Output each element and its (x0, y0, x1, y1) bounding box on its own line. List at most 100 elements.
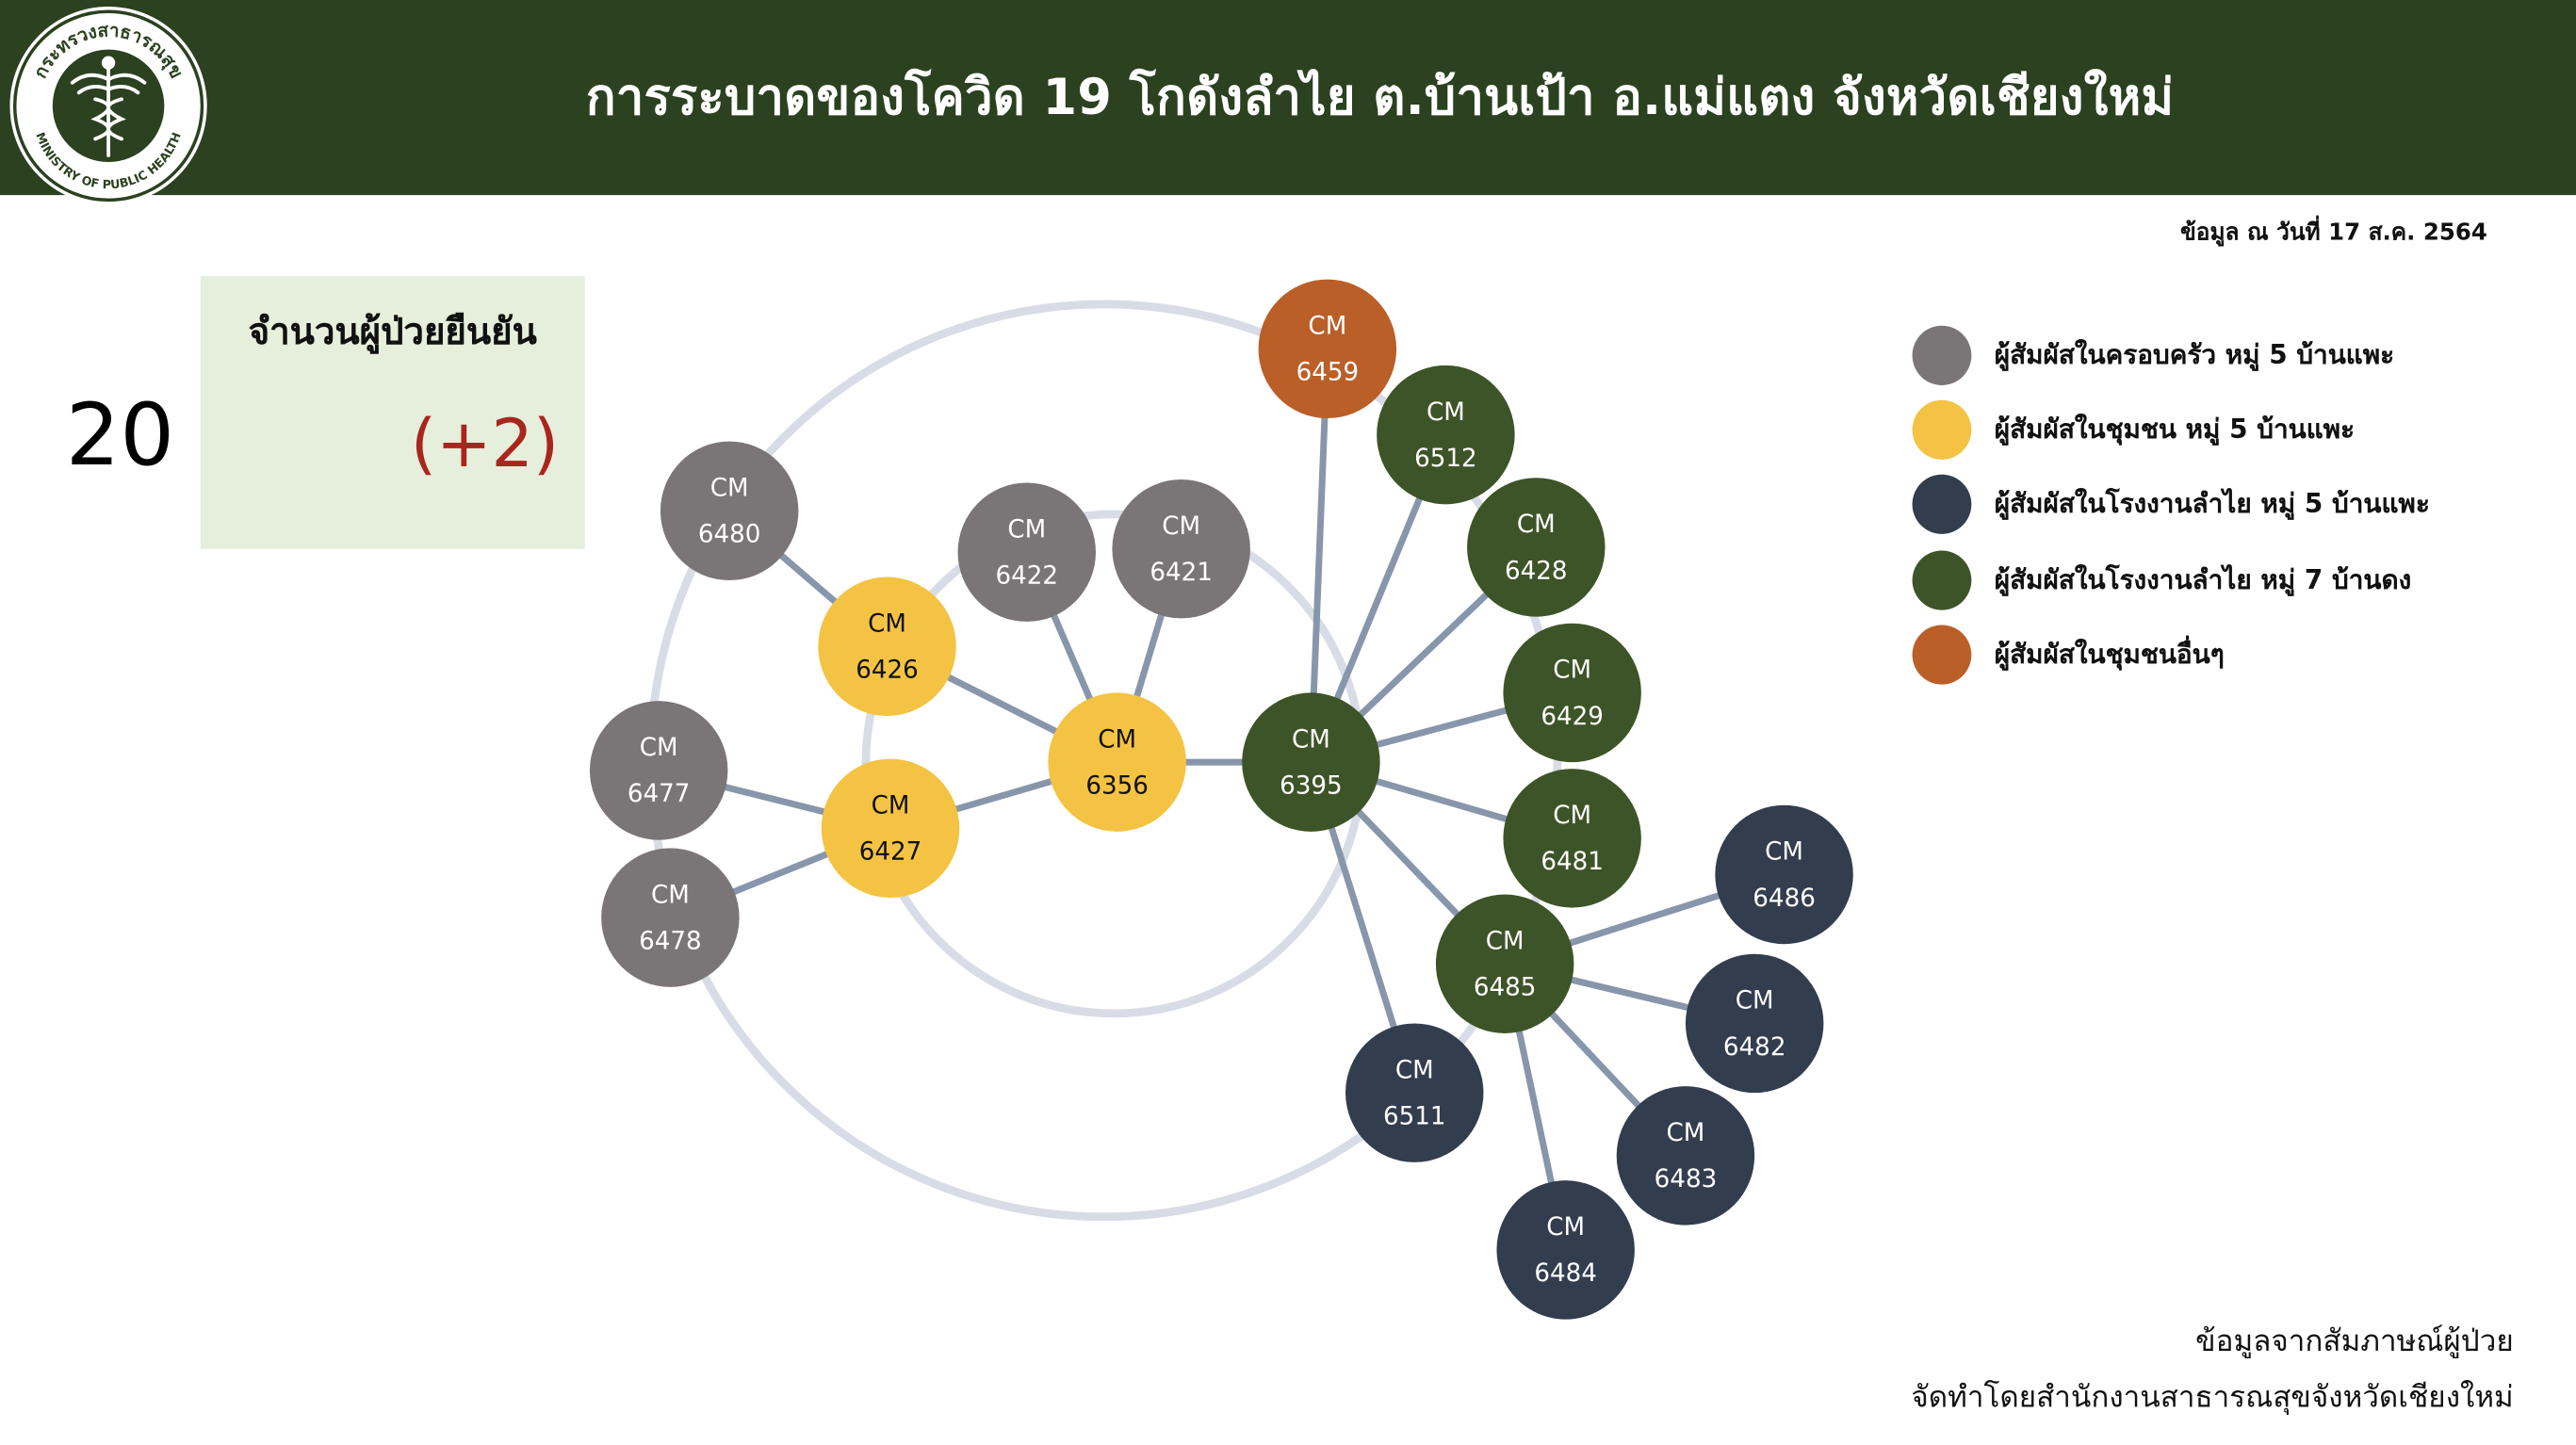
case-node-6421: CM 6421 (1112, 479, 1250, 619)
case-id-6484: 6484 (1534, 1259, 1597, 1288)
case-prefix-6356: CM (1098, 725, 1136, 754)
confirmed-count-delta: (+2) (410, 406, 560, 483)
case-circle-6484 (1496, 1180, 1635, 1320)
case-prefix-6478: CM (651, 881, 690, 909)
case-circle-6427 (821, 758, 960, 899)
case-prefix-6482: CM (1736, 987, 1774, 1015)
case-prefix-6483: CM (1667, 1119, 1705, 1147)
page-title: การระบาดของโควิด 19 โกดังลำไย ต.บ้านเป้า… (585, 68, 2175, 127)
case-circle-6421 (1112, 479, 1250, 619)
legend-swatch-community (1912, 399, 1972, 460)
case-circle-6478 (601, 848, 740, 987)
legend-label-family: ผู้สัมผัสในครอบครัว หมู่ 5 บ้านแพะ (1994, 337, 2395, 370)
case-id-6478: 6478 (639, 927, 702, 955)
case-circle-6480 (660, 441, 799, 581)
confirmed-count-box: จำนวนผู้ป่วยยืนยัน (200, 276, 585, 549)
case-node-6478: CM 6478 (601, 848, 740, 987)
case-id-6512: 6512 (1414, 445, 1477, 473)
case-prefix-6486: CM (1765, 838, 1803, 867)
case-node-6486: CM 6486 (1715, 804, 1853, 945)
case-circle-6426 (818, 576, 956, 716)
case-circle-6485 (1435, 894, 1574, 1033)
caduceus-icon (70, 56, 147, 157)
case-id-6356: 6356 (1085, 771, 1149, 800)
case-prefix-6428: CM (1517, 511, 1556, 539)
case-id-6482: 6482 (1723, 1033, 1786, 1062)
case-node-6429: CM 6429 (1503, 623, 1641, 763)
case-id-6429: 6429 (1541, 703, 1604, 731)
case-node-6512: CM 6512 (1377, 365, 1515, 505)
case-prefix-6484: CM (1546, 1213, 1585, 1242)
case-prefix-6481: CM (1553, 802, 1591, 830)
case-id-6421: 6421 (1149, 559, 1213, 587)
case-prefix-6429: CM (1553, 657, 1591, 685)
case-prefix-6512: CM (1427, 398, 1465, 427)
case-node-6477: CM 6477 (589, 701, 728, 840)
case-prefix-6427: CM (872, 791, 910, 820)
case-circle-6482 (1685, 953, 1824, 1094)
case-circle-6422 (957, 482, 1096, 622)
case-id-6486: 6486 (1753, 885, 1816, 913)
case-id-6422: 6422 (995, 561, 1058, 590)
confirmed-count-label: จำนวนผู้ป่วยยืนยัน (248, 312, 537, 354)
case-circle-6395 (1242, 692, 1380, 832)
case-id-6481: 6481 (1541, 848, 1604, 876)
case-circle-6512 (1377, 365, 1515, 505)
case-prefix-6485: CM (1486, 927, 1524, 955)
confirmed-count-value: 20 (65, 386, 175, 487)
case-id-6459: 6459 (1296, 359, 1360, 387)
ministry-logo: กระทรวงสาธารณสุข MINISTRY OF PUBLIC HEAL… (9, 7, 207, 205)
footer-source: ข้อมูลจากสัมภาษณ์ผู้ป่วย (2195, 1323, 2514, 1359)
case-node-6482: CM 6482 (1685, 953, 1824, 1094)
case-circle-6459 (1258, 279, 1397, 419)
case-circle-6477 (589, 701, 728, 840)
case-node-6480: CM 6480 (660, 441, 799, 581)
case-node-6422: CM 6422 (957, 482, 1096, 622)
case-id-6428: 6428 (1505, 557, 1568, 585)
legend-item-factory7: ผู้สัมผัสในโรงงานลำไย หมู่ 7 บ้านดง (1912, 547, 2412, 613)
legend-label-factory5: ผู้สัมผัสในโรงงานลำไย หมู่ 5 บ้านแพะ (1994, 486, 2430, 519)
case-id-6477: 6477 (628, 780, 691, 808)
case-node-6481: CM 6481 (1503, 769, 1641, 908)
case-node-6356: CM 6356 (1048, 692, 1186, 832)
case-node-6428: CM 6428 (1467, 478, 1606, 617)
case-prefix-6421: CM (1162, 512, 1200, 541)
case-prefix-6422: CM (1007, 515, 1046, 544)
case-circle-6356 (1048, 692, 1186, 832)
legend-swatch-family (1912, 325, 1972, 385)
case-circle-6486 (1715, 804, 1853, 945)
legend-label-factory7: ผู้สัมผัสในโรงงานลำไย หมู่ 7 บ้านดง (1994, 562, 2412, 594)
case-id-6395: 6395 (1280, 771, 1343, 800)
legend-item-factory5: ผู้สัมผัสในโรงงานลำไย หมู่ 5 บ้านแพะ (1912, 471, 2430, 537)
data-date: ข้อมูล ณ วันที่ 17 ส.ค. 2564 (2180, 219, 2487, 247)
case-node-6459: CM 6459 (1258, 279, 1397, 419)
case-id-6427: 6427 (859, 838, 922, 867)
legend-label-community: ผู้สัมผัสในชุมชน หมู่ 5 บ้านแพะ (1994, 412, 2356, 445)
case-id-6426: 6426 (856, 657, 919, 685)
case-prefix-6395: CM (1292, 725, 1330, 754)
case-node-6395: CM 6395 (1242, 692, 1380, 832)
legend-swatch-factory5 (1912, 474, 1972, 534)
case-circle-6428 (1467, 478, 1606, 617)
case-prefix-6477: CM (640, 734, 678, 762)
legend-label-other: ผู้สัมผัสในชุมชนอื่นๆ (1994, 637, 2225, 669)
case-prefix-6480: CM (710, 474, 749, 502)
case-circle-6483 (1616, 1086, 1755, 1226)
case-circle-6429 (1503, 623, 1641, 763)
legend-swatch-factory7 (1912, 550, 1972, 610)
case-prefix-6459: CM (1308, 312, 1346, 340)
case-node-6427: CM 6427 (821, 758, 960, 899)
case-id-6480: 6480 (698, 521, 761, 549)
legend-item-other: ผู้สัมผัสในชุมชนอื่นๆ (1912, 622, 2225, 688)
case-id-6511: 6511 (1383, 1102, 1446, 1130)
case-node-6484: CM 6484 (1496, 1180, 1635, 1320)
legend-item-family: ผู้สัมผัสในครอบครัว หมู่ 5 บ้านแพะ (1912, 322, 2395, 388)
case-circle-6481 (1503, 769, 1641, 908)
